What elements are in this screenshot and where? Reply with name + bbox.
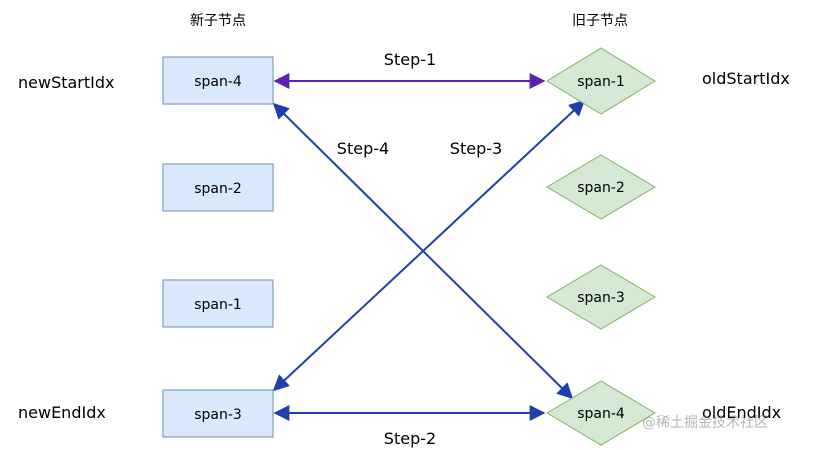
old-node-3: span-3	[546, 264, 656, 330]
new-node-label: span-3	[194, 407, 242, 423]
watermark: @稀土掘金技术社区	[642, 415, 768, 431]
old-node-label: span-1	[577, 74, 625, 90]
old-start-idx-label: oldStartIdx	[702, 69, 790, 88]
old-node-4: span-4	[546, 380, 656, 446]
new-node-label: span-2	[194, 181, 242, 197]
new-start-idx-label: newStartIdx	[18, 73, 115, 92]
new-node-label: span-4	[194, 74, 242, 90]
new-node-2: span-2	[162, 163, 274, 212]
old-node-1: span-1	[546, 47, 656, 115]
old-node-label: span-4	[577, 406, 625, 422]
step-4-label: Step-4	[337, 139, 389, 158]
old-nodes-header: 旧子节点	[572, 13, 628, 29]
new-node-1: span-4	[162, 56, 274, 105]
new-node-3: span-1	[162, 279, 274, 328]
step-3-label: Step-3	[450, 139, 502, 158]
old-node-label: span-2	[577, 180, 625, 196]
old-node-label: span-3	[577, 290, 625, 306]
step-3-arrow	[272, 99, 586, 392]
new-end-idx-label: newEndIdx	[18, 403, 106, 422]
old-node-2: span-2	[546, 154, 656, 220]
step-2-label: Step-2	[384, 429, 436, 448]
new-node-4: span-3	[162, 389, 274, 438]
step-1-label: Step-1	[384, 50, 436, 69]
old-end-idx-label: oldEndIdx	[702, 403, 781, 422]
new-nodes-header: 新子节点	[190, 13, 246, 29]
step-4-arrow	[272, 102, 574, 400]
new-node-label: span-1	[194, 297, 242, 313]
